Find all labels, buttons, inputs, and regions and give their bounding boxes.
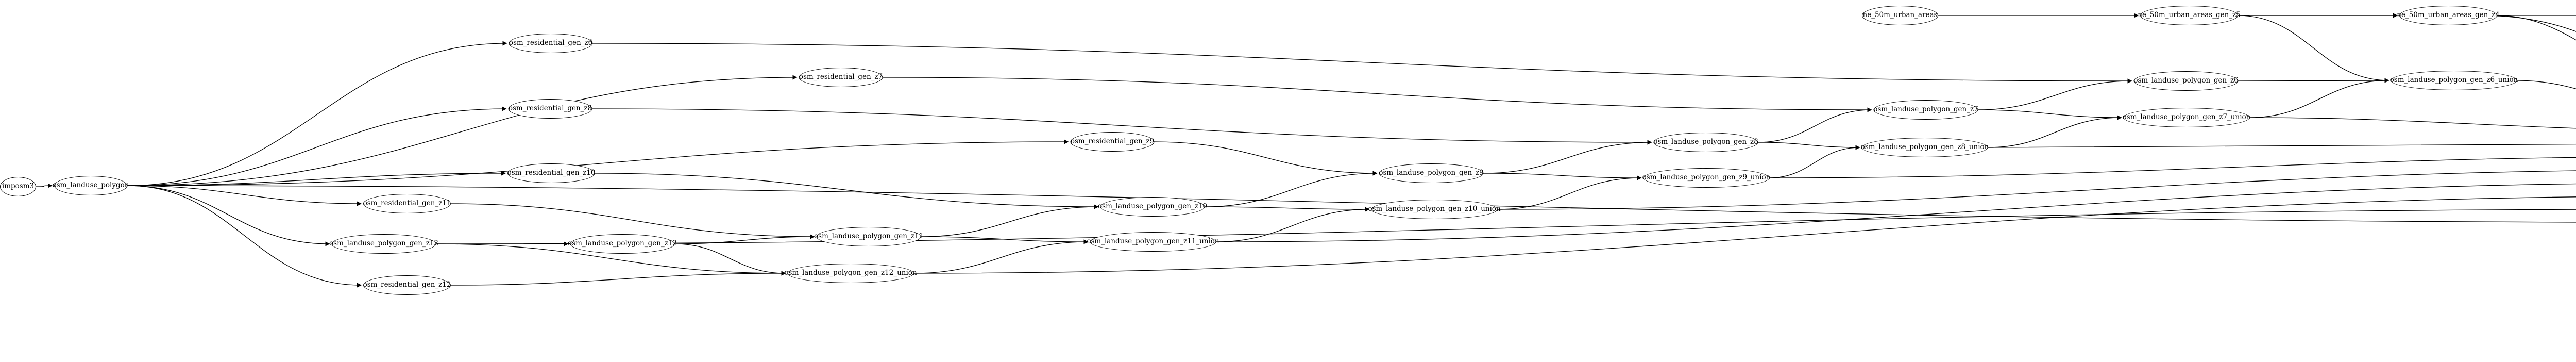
edge-osm-residential-gen-z9-to-osm-landuse-polygon-gen-z9	[1154, 141, 1378, 176]
graph-node-osm-landuse-polygon-gen-z10-union[interactable]: osm_landuse_polygon_gen_z10_union	[1368, 200, 1501, 219]
graph-node-label: osm_landuse_polygon_gen_z13	[329, 239, 438, 248]
graph-node-label: osm_residential_gen_z10	[507, 169, 596, 177]
graph-node-osm-landuse-polygon-gen-z10[interactable]: osm_landuse_polygon_gen_z10	[1098, 197, 1207, 217]
graph-node-osm-landuse-polygon-gen-z9-union[interactable]: osm_landuse_polygon_gen_z9_union	[1642, 168, 1771, 188]
edge-osm-landuse-polygon-gen-z10-to-osm-landuse-polygon-gen-z10-union	[1205, 206, 1370, 212]
edge-ne-50m-urban-areas-gen-z5-to-osm-landuse-polygon-gen-z6-union	[2238, 15, 2389, 83]
graph-node-label: osm_residential_gen_z8	[508, 104, 592, 113]
edge-osm-landuse-polygon-gen-z9-union-to-osm-landuse-polygon-gen-z8-union	[1769, 145, 1860, 178]
graph-node-label: ne_50m_urban_areas_gen_z4	[2397, 11, 2500, 20]
edge-osm-landuse-polygon-gen-z8-to-osm-landuse-polygon-gen-z8-union	[1758, 142, 1860, 150]
graph-node-label: osm_landuse_polygon	[52, 181, 129, 190]
graph-node-osm-landuse-polygon-gen-z9[interactable]: osm_landuse_polygon_gen_z9	[1379, 163, 1484, 183]
graph-node-label: osm_landuse_polygon_gen_z8	[1653, 138, 1758, 146]
edge-osm-landuse-polygon-gen-z11-to-osm-landuse-polygon-gen-z10	[921, 204, 1099, 237]
graph-node-osm-landuse-polygon[interactable]: osm_landuse_polygon	[52, 176, 129, 195]
edge-osm-residential-gen-z7-to-osm-landuse-polygon-gen-z7	[883, 77, 1872, 112]
graph-node-osm-landuse-polygon-gen-z11-union[interactable]: osm_landuse_polygon_gen_z11_union	[1087, 232, 1219, 252]
edge-osm-landuse-polygon-to-osm-residential-gen-z12	[127, 185, 362, 288]
edge-osm-residential-gen-z10-to-osm-landuse-polygon-gen-z10	[595, 173, 1099, 209]
graph-node-label: osm_landuse_polygon_gen_z11_union	[1087, 237, 1219, 246]
graph-node-label: osm_landuse_polygon_gen_z7_union	[2122, 113, 2251, 122]
graph-node-osm-residential-gen-z10[interactable]: osm_residential_gen_z10	[507, 163, 595, 183]
edge-osm-landuse-polygon-gen-z7-to-osm-landuse-polygon-gen-z7-union	[1978, 109, 2122, 120]
edge-osm-landuse-polygon-to-osm-landuse-polygon-gen-z13	[127, 185, 330, 246]
graph-node-osm-landuse-polygon-gen-z8-union[interactable]: osm_landuse_polygon_gen_z8_union	[1860, 138, 1989, 157]
graph-node-osm-residential-gen-z12[interactable]: osm_residential_gen_z12	[363, 275, 451, 295]
graph-node-osm-landuse-polygon-gen-z6[interactable]: osm_landuse_polygon_gen_z6	[2133, 71, 2239, 91]
graph-node-label: osm_residential_gen_z6	[509, 39, 593, 47]
edge-osm-landuse-polygon-gen-z6-to-osm-landuse-polygon-gen-z6-union	[2238, 78, 2389, 83]
edge-osm-landuse-polygon-to-osm-residential-gen-z6	[127, 41, 507, 186]
edge-ne-50m-urban-areas-gen-z5-to-table-z5	[2238, 15, 2576, 32]
graph-node-osm-residential-gen-z11[interactable]: osm_residential_gen_z11	[363, 194, 451, 213]
graph-node-osm-residential-gen-z8[interactable]: osm_residential_gen_z8	[508, 99, 592, 119]
edge-osm-landuse-polygon-gen-z12-union-to-osm-landuse-polygon-gen-z11-union	[913, 239, 1089, 274]
edge-osm-landuse-polygon-to-osm-residential-gen-z9	[127, 139, 1069, 186]
graph-node-label: osm_residential_gen_z12	[363, 281, 451, 289]
graph-node-label: osm_landuse_polygon_gen_z12	[568, 239, 677, 248]
edge-osm-landuse-polygon-gen-z9-union-to-table-z9	[1769, 157, 2576, 178]
graph-node-label: osm_residential_gen_z9	[1070, 137, 1155, 146]
graph-node-osm-landuse-polygon-gen-z6-union[interactable]: osm_landuse_polygon_gen_z6_union	[2389, 71, 2518, 90]
edge-osm-landuse-polygon-gen-z9-to-osm-landuse-polygon-gen-z8	[1483, 140, 1652, 174]
edge-osm-landuse-polygon-gen-z6-union-to-table-z6	[2517, 80, 2576, 89]
graph-node-label: ne_50m_urban_areas_gen_z5	[2138, 11, 2241, 20]
edge-imposm3-to-osm-landuse-polygon	[36, 183, 53, 188]
graph-node-label: osm_landuse_polygon_gen_z9	[1379, 169, 1484, 177]
edge-osm-landuse-polygon-gen-z8-union-to-osm-landuse-polygon-gen-z7-union	[1988, 115, 2122, 148]
graph-node-label: osm_landuse_polygon_gen_z10_union	[1368, 205, 1501, 213]
graph-node-label: osm_landuse_polygon_gen_z6_union	[2389, 76, 2518, 85]
graph-node-osm-landuse-polygon-gen-z7-union[interactable]: osm_landuse_polygon_gen_z7_union	[2122, 108, 2251, 127]
graph-node-osm-landuse-polygon-gen-z13[interactable]: osm_landuse_polygon_gen_z13	[329, 234, 438, 254]
edge-osm-landuse-polygon-gen-z11-union-to-osm-landuse-polygon-gen-z10-union	[1216, 207, 1370, 242]
edge-osm-landuse-polygon-gen-z7-to-osm-landuse-polygon-gen-z6	[1978, 78, 2132, 110]
edge-osm-landuse-polygon-to-osm-residential-gen-z10	[127, 171, 506, 186]
edge-osm-landuse-polygon-gen-z11-to-osm-landuse-polygon-gen-z11-union	[921, 236, 1089, 244]
graph-node-label: osm_residential_gen_z11	[363, 199, 451, 208]
graph-node-label: osm_residential_gen_z7	[799, 73, 883, 81]
edge-osm-landuse-polygon-gen-z7-union-to-table-z7	[2249, 117, 2576, 129]
edge-osm-landuse-polygon-gen-z13-to-table-z13	[436, 209, 2576, 244]
graph-node-ne-50m-urban-areas-gen-z5[interactable]: ne_50m_urban_areas_gen_z5	[2138, 6, 2241, 25]
edge-osm-residential-gen-z12-to-osm-landuse-polygon-gen-z12-union	[450, 271, 786, 286]
edge-osm-landuse-polygon-to-osm-residential-gen-z7	[127, 75, 798, 186]
edge-osm-landuse-polygon-gen-z12-to-osm-landuse-polygon-gen-z12-union	[674, 243, 786, 276]
graph-node-osm-landuse-polygon-gen-z12-union[interactable]: osm_landuse_polygon_gen_z12_union	[784, 264, 917, 283]
graph-node-label: osm_landuse_polygon_gen_z11	[814, 232, 923, 241]
edge-osm-landuse-polygon-gen-z8-to-osm-landuse-polygon-gen-z7	[1758, 107, 1872, 143]
edge-osm-residential-gen-z11-to-osm-landuse-polygon-gen-z11	[450, 203, 815, 239]
edge-osm-landuse-polygon-gen-z10-union-to-osm-landuse-polygon-gen-z9-union	[1497, 175, 1642, 210]
graph-node-osm-residential-gen-z6[interactable]: osm_residential_gen_z6	[509, 34, 593, 53]
graph-node-label: osm_landuse_polygon_gen_z9_union	[1642, 173, 1771, 182]
graph-node-label: osm_landuse_polygon_gen_z8_union	[1860, 143, 1989, 152]
graph-node-osm-residential-gen-z7[interactable]: osm_residential_gen_z7	[799, 68, 883, 87]
graph-node-osm-landuse-polygon-gen-z8[interactable]: osm_landuse_polygon_gen_z8	[1653, 133, 1758, 152]
graph-node-label: osm_landuse_polygon_gen_z6	[2133, 76, 2239, 85]
edge-osm-landuse-polygon-to-table-z14plus	[127, 185, 2576, 223]
graph-node-ne-50m-urban-areas-gen-z4[interactable]: ne_50m_urban_areas_gen_z4	[2397, 6, 2500, 25]
graph-node-imposm3[interactable]: imposm3	[0, 177, 36, 196]
graph-node-osm-landuse-polygon-gen-z12[interactable]: osm_landuse_polygon_gen_z12	[568, 234, 677, 254]
graph-node-ne-50m-urban-areas[interactable]: ne_50m_urban_areas	[1862, 6, 1938, 25]
graph-node-label: osm_landuse_polygon_gen_z12_union	[784, 269, 917, 277]
graph-node-osm-residential-gen-z9[interactable]: osm_residential_gen_z9	[1070, 132, 1155, 152]
edge-osm-landuse-polygon-gen-z12-to-osm-landuse-polygon-gen-z11	[674, 234, 815, 244]
graph-node-label: imposm3	[2, 182, 35, 191]
edge-osm-landuse-polygon-gen-z8-union-to-table-z8	[1988, 143, 2576, 148]
graph-node-osm-landuse-polygon-gen-z7[interactable]: osm_landuse_polygon_gen_z7	[1873, 100, 1978, 120]
edge-osm-landuse-polygon-to-osm-residential-gen-z8	[127, 106, 507, 186]
edge-osm-landuse-polygon-gen-z7-union-to-osm-landuse-polygon-gen-z6-union	[2249, 78, 2389, 118]
edge-osm-landuse-polygon-gen-z10-to-osm-landuse-polygon-gen-z9	[1205, 171, 1378, 207]
graph-node-label: osm_landuse_polygon_gen_z7	[1873, 105, 1978, 114]
graph-node-osm-landuse-polygon-gen-z11[interactable]: osm_landuse_polygon_gen_z11	[814, 227, 923, 246]
edge-osm-landuse-polygon-to-osm-residential-gen-z11	[127, 185, 362, 206]
edge-osm-landuse-polygon-gen-z9-to-osm-landuse-polygon-gen-z9-union	[1483, 173, 1642, 180]
graph-node-label: ne_50m_urban_areas	[1862, 11, 1938, 20]
graph-node-label: osm_landuse_polygon_gen_z10	[1098, 202, 1207, 211]
